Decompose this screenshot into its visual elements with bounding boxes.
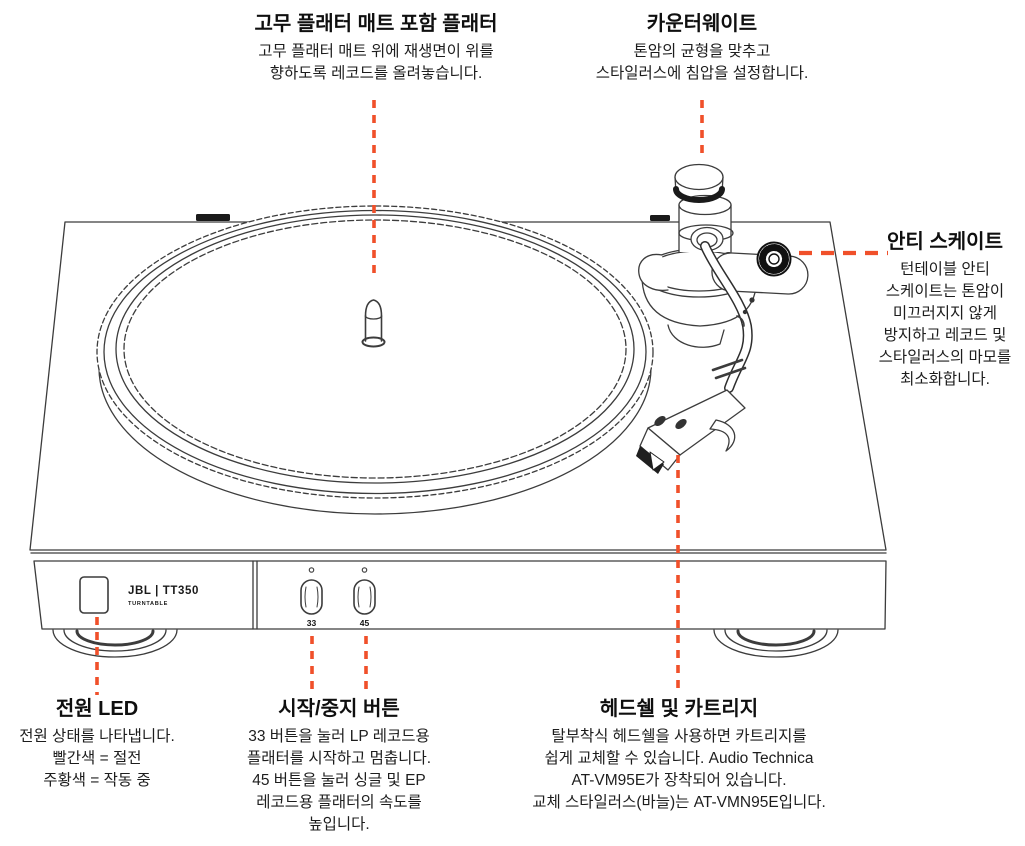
hinge-right bbox=[650, 215, 670, 221]
callout-platter: 고무 플래터 매트 포함 플래터 고무 플래터 매트 위에 재생면이 위를 향하… bbox=[176, 12, 576, 85]
callout-antiskate-line: 방지하고 레코드 및 bbox=[883, 327, 1007, 344]
callout-power-led-line: 빨간색 = 절전 bbox=[52, 750, 142, 767]
right-foot bbox=[713, 629, 839, 658]
callout-headshell-title: 헤드쉘 및 카트리지 bbox=[599, 698, 759, 720]
callout-counterweight-line: 톤암의 균형을 맞추고 bbox=[633, 43, 771, 60]
callout-start-stop-line: 레코드용 플래터의 속도를 bbox=[256, 794, 422, 811]
base-lower-bracket bbox=[667, 324, 725, 348]
callout-antiskate-title: 안티 스케이트 bbox=[887, 231, 1003, 253]
callout-headshell-line: AT-VM95E가 장착되어 있습니다. bbox=[571, 772, 787, 789]
button-45-label: 45 bbox=[360, 618, 370, 628]
tonearm-assembly bbox=[636, 163, 809, 474]
callout-headshell-line: 교체 스타일러스(바늘)는 AT-VMN95E입니다. bbox=[532, 794, 826, 811]
callout-platter-line: 향하도록 레코드를 올려놓습니다. bbox=[269, 65, 483, 82]
button-45: 45 bbox=[353, 567, 376, 628]
callout-antiskate-line: 최소화합니다. bbox=[900, 371, 990, 388]
armrest-clip bbox=[638, 253, 669, 292]
power-led-window bbox=[79, 576, 109, 614]
callout-platter-title: 고무 플래터 매트 포함 플래터 bbox=[254, 13, 498, 35]
callout-antiskate-line: 미끄러지지 않게 bbox=[892, 305, 998, 322]
platter-rim-side bbox=[98, 367, 652, 515]
spindle bbox=[361, 299, 386, 348]
callout-start-stop-line: 33 버튼을 눌러 LP 레코드용 bbox=[248, 728, 430, 745]
counterweight-drawing bbox=[673, 163, 725, 203]
rubber-mat-edge bbox=[115, 214, 635, 484]
callout-start-stop-line: 플래터를 시작하고 멈춥니다. bbox=[246, 750, 432, 767]
button-45-led-dot bbox=[361, 567, 368, 573]
callout-headshell-line: 탈부착식 헤드쉘을 사용하면 카트리지를 bbox=[551, 728, 807, 745]
callout-power-led-line: 전원 상태를 나타냅니다. bbox=[19, 728, 175, 745]
callout-counterweight: 카운터웨이트 톤암의 균형을 맞추고 스타일러스에 침압을 설정합니다. bbox=[502, 12, 902, 85]
callout-antiskate-line: 턴테이블 안티 bbox=[900, 261, 990, 278]
button-33: 33 bbox=[300, 567, 323, 628]
callout-power-led-line: 주황색 = 작동 중 bbox=[43, 772, 151, 789]
callout-antiskate: 안티 스케이트 턴테이블 안티 스케이트는 톤암이 미끄러지지 않게 방지하고 … bbox=[867, 230, 1023, 391]
callout-start-stop-title: 시작/중지 버튼 bbox=[278, 698, 400, 720]
tube-collar bbox=[711, 358, 747, 380]
button-33-label: 33 bbox=[307, 618, 317, 628]
left-foot bbox=[52, 629, 178, 658]
callout-headshell-line: 쉽게 교체할 수 있습니다. Audio Technica bbox=[544, 750, 814, 767]
callout-power-led: 전원 LED 전원 상태를 나타냅니다. 빨간색 = 절전 주황색 = 작동 중 bbox=[0, 697, 194, 792]
callout-antiskate-line: 스타일러스의 마모를 bbox=[878, 349, 1012, 366]
callout-counterweight-title: 카운터웨이트 bbox=[646, 13, 758, 35]
brand-logo-text: JBL | TT350 bbox=[128, 585, 199, 597]
cartridge-drawing bbox=[639, 427, 681, 471]
callout-power-led-title: 전원 LED bbox=[55, 698, 139, 720]
callout-start-stop: 시작/중지 버튼 33 버튼을 눌러 LP 레코드용 플래터를 시작하고 멈춥니… bbox=[217, 697, 461, 836]
callout-platter-line: 고무 플래터 매트 위에 재생면이 위를 bbox=[258, 43, 494, 60]
plinth-front-face bbox=[33, 560, 887, 630]
callout-antiskate-line: 스케이트는 톤암이 bbox=[885, 283, 1005, 300]
callout-start-stop-line: 높입니다. bbox=[308, 816, 370, 833]
hinge-left bbox=[196, 214, 230, 221]
callout-counterweight-line: 스타일러스에 침압을 설정합니다. bbox=[595, 65, 809, 82]
callout-headshell: 헤드쉘 및 카트리지 탈부착식 헤드쉘을 사용하면 카트리지를 쉽게 교체할 수… bbox=[469, 697, 889, 814]
finger-lift bbox=[709, 419, 736, 452]
callout-start-stop-line: 45 버튼을 눌러 싱글 및 EP bbox=[252, 772, 426, 789]
stylus-tip bbox=[649, 451, 665, 471]
brand-sub-text: TURNTABLE bbox=[128, 601, 168, 607]
button-33-led-dot bbox=[308, 567, 315, 573]
front-panel-divider bbox=[252, 560, 258, 630]
antiskate-knob bbox=[756, 241, 792, 277]
